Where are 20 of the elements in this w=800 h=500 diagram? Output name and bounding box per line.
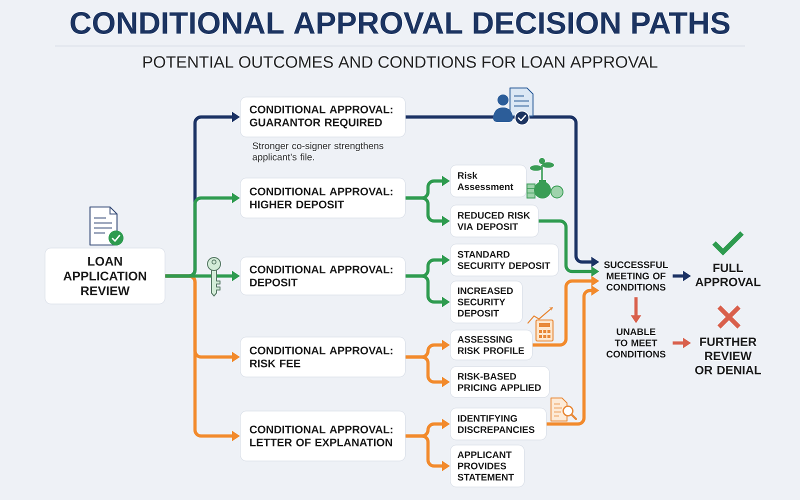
process-box: STANDARD SECURITY DEPOSIT — [450, 244, 559, 276]
subtitle: POTENTIAL OUTCOMES AND CONDTIONS FOR LOAN APPROVAL — [143, 56, 658, 68]
process-box: REDUCED RISK VIA DEPOSIT — [450, 204, 539, 238]
process-box: RISK-BASED PRICING APPLIED — [450, 366, 550, 398]
process-box: ASSESSING RISK PROFILE — [450, 330, 533, 360]
process-box: CONDITIONAL APPROVAL: HIGHER DEPOSIT — [240, 178, 406, 218]
outcome-text: FURTHER REVIEW OR DENIAL — [695, 338, 761, 374]
process-box: Risk Assessment — [450, 164, 527, 198]
process-box: CONDITIONAL APPROVAL: LETTER OF EXPLANATION — [240, 410, 406, 462]
outcome-text: UNABLE TO MEET CONDITIONS — [606, 328, 666, 358]
process-box: INCREASED SECURITY DEPOSIT — [450, 280, 523, 324]
title: CONDITIONAL APPROVAL DECISION PATHS — [70, 12, 730, 34]
process-box: CONDITIONAL APPROVAL: DEPOSIT — [240, 256, 406, 296]
process-box: CONDITIONAL APPROVAL: RISK FEE — [240, 336, 406, 378]
note-text: Stronger co-signer strengthens applicant’s file. — [252, 142, 384, 162]
process-box: IDENTIFYING DISCREPANCIES — [450, 408, 547, 440]
process-box: APPLICANT PROVIDES STATEMENT — [450, 444, 525, 488]
outcome-text: SUCCESSFUL MEETING OF CONDITIONS — [604, 261, 668, 291]
process-box: CONDITIONAL APPROVAL: GUARANTOR REQUIRED — [240, 96, 406, 138]
outcome-text: FULL APPROVAL — [695, 264, 761, 286]
